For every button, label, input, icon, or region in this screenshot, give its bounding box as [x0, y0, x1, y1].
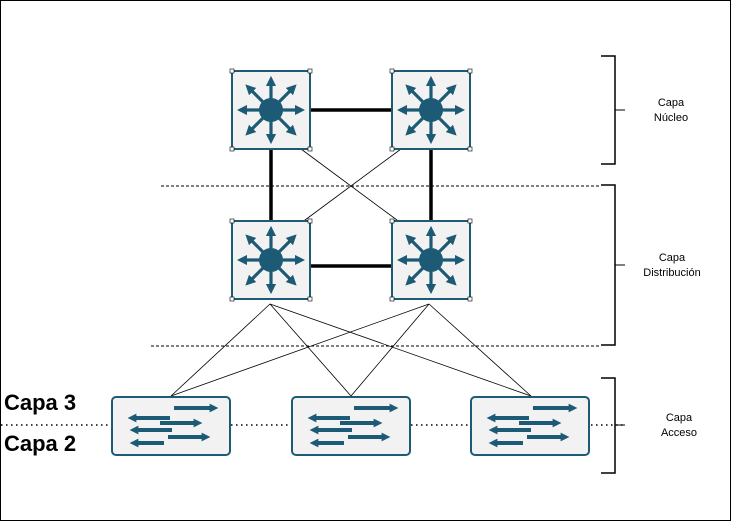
layer-brackets: [601, 55, 616, 474]
distribution-layer-label-line1: Capa: [658, 252, 686, 264]
access-switch-3-icon: [471, 397, 589, 455]
access-layer-label-line1: Capa: [665, 412, 693, 424]
core-layer-label-line1: Capa: [657, 97, 685, 109]
distribution-switch-left-icon: [230, 219, 312, 301]
access-layer-label: Capa Acceso: [649, 411, 709, 441]
distribution-layer-label-line2: Distribución: [643, 267, 701, 279]
redundant-links: [170, 148, 532, 397]
osi-layer3-label: Capa 3: [4, 390, 77, 415]
core-layer-label: Capa Núcleo: [641, 96, 701, 126]
core-switch-right-icon: [390, 69, 472, 151]
distribution-switch-right-icon: [390, 219, 472, 301]
access-switch-2-icon: [292, 397, 410, 455]
bracket-ticks: [615, 109, 625, 426]
access-switch-1-icon: [112, 397, 230, 455]
trunk-links: [269, 108, 433, 268]
distribution-layer-label: Capa Distribución: [633, 251, 711, 281]
core-switch-left-icon: [230, 69, 312, 151]
access-layer-label-line2: Acceso: [660, 427, 698, 439]
core-layer-label-line2: Núcleo: [653, 112, 689, 124]
osi-layer2-label: Capa 2: [4, 431, 77, 456]
